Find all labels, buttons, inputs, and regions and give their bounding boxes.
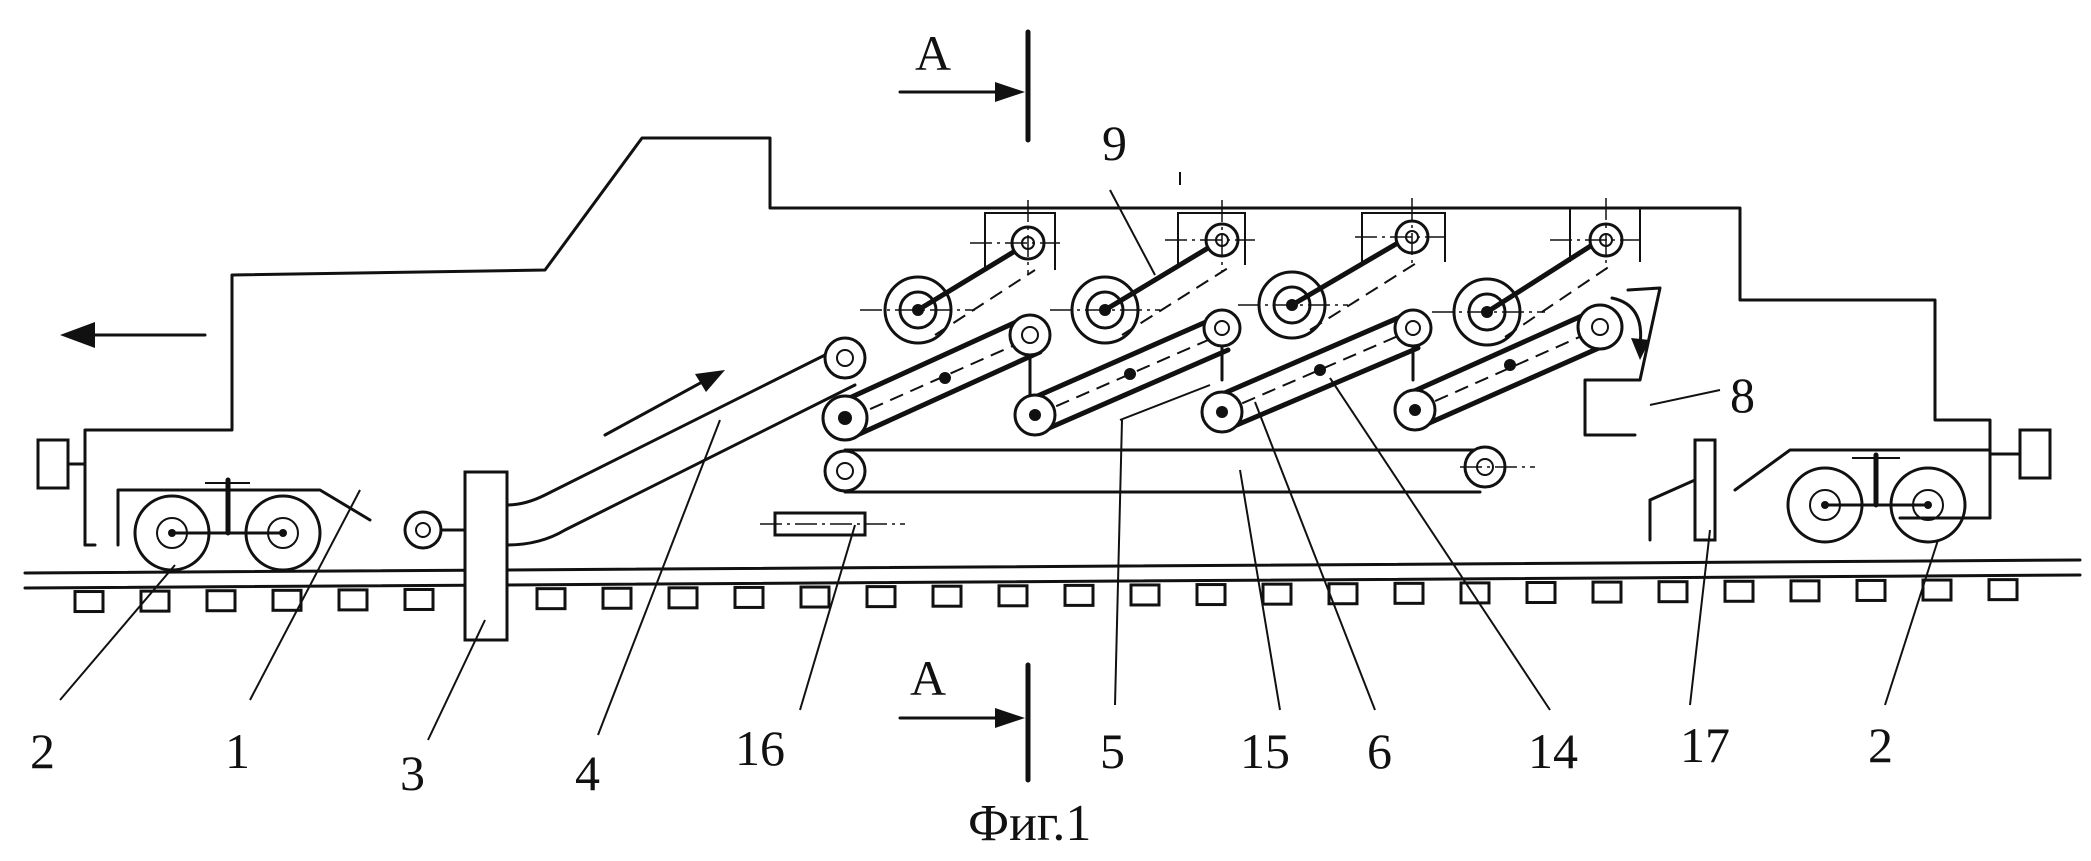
sleeper <box>735 587 763 607</box>
callout-2-right: 2 <box>1868 717 1893 773</box>
sleeper <box>1791 581 1819 601</box>
rear-bogie <box>1788 455 1965 542</box>
section-marker-bottom: А <box>910 650 946 706</box>
sleeper <box>1395 583 1423 603</box>
sleeper <box>1065 585 1093 605</box>
sleeper <box>933 586 961 606</box>
sleeper <box>1593 582 1621 602</box>
excavating-device <box>465 472 507 640</box>
sleeper <box>1989 580 2017 600</box>
sleeper <box>867 587 895 607</box>
callout-6: 6 <box>1367 723 1392 779</box>
callout-14: 14 <box>1528 723 1578 779</box>
callout-16: 16 <box>735 720 785 776</box>
callout-8: 8 <box>1730 367 1755 423</box>
callout-5: 5 <box>1100 723 1125 779</box>
sleeper <box>273 590 301 610</box>
return-conveyor <box>825 447 1535 492</box>
sleeper <box>603 588 631 608</box>
sleeper <box>1923 580 1951 600</box>
front-bogie <box>135 480 320 570</box>
sleeper <box>339 590 367 610</box>
sleeper <box>1461 583 1489 603</box>
sleeper <box>1263 584 1291 604</box>
sleeper <box>1857 580 1885 600</box>
travel-direction-arrow <box>60 322 205 348</box>
sleeper <box>669 588 697 608</box>
sleeper <box>1659 582 1687 602</box>
front-coupler <box>38 440 68 488</box>
callout-15: 15 <box>1240 723 1290 779</box>
callout-2-left: 2 <box>30 723 55 779</box>
sleeper <box>1197 585 1225 605</box>
section-marker-top: А <box>915 25 951 81</box>
callout-9: 9 <box>1102 115 1127 171</box>
material-flow-arrow <box>605 370 725 435</box>
sleeper <box>999 586 1027 606</box>
sleeper <box>801 587 829 607</box>
sleeper <box>405 589 433 609</box>
rear-coupler <box>2020 430 2050 478</box>
sleeper <box>1725 581 1753 601</box>
callout-1: 1 <box>225 723 250 779</box>
leader-lines <box>60 172 1938 740</box>
rail-track <box>25 560 2080 588</box>
sleeper <box>1527 583 1555 603</box>
element-17 <box>1650 440 1715 540</box>
callout-17: 17 <box>1680 717 1730 773</box>
sleeper <box>1131 585 1159 605</box>
callout-4: 4 <box>575 745 600 801</box>
sleeper <box>75 592 103 612</box>
sleeper <box>537 589 565 609</box>
callout-3: 3 <box>400 745 425 801</box>
sleeper <box>207 591 235 611</box>
figure-caption: Фиг.1 <box>968 795 1091 852</box>
